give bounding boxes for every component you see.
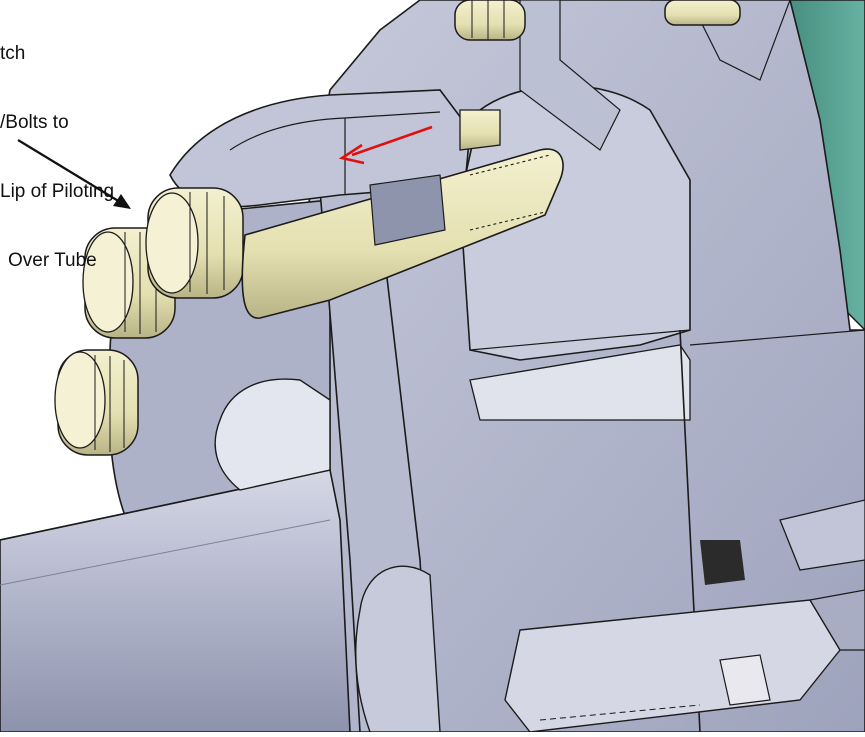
annotation-line-2: /Bolts to: [0, 112, 69, 133]
upper-chamber: [459, 84, 691, 361]
bolt-head-1: [54, 349, 139, 456]
bolt-head-top-2: [664, 0, 741, 26]
annotation-line-4: Over Tube: [8, 250, 97, 271]
bolt-head-3: [145, 187, 244, 299]
leader-arrow: [17, 139, 131, 209]
direction-arrow: [338, 125, 433, 165]
bolt-head-top: [454, 0, 526, 41]
annotation-line-1: tch: [0, 43, 26, 64]
annotation-callout: tch /Bolts to Lip of Piloting Over Tube: [0, 0, 200, 295]
tube: [0, 469, 351, 733]
chamber-floor: [469, 344, 691, 421]
flange-port: [214, 378, 331, 491]
annotation-line-3: Lip of Piloting: [0, 181, 115, 202]
